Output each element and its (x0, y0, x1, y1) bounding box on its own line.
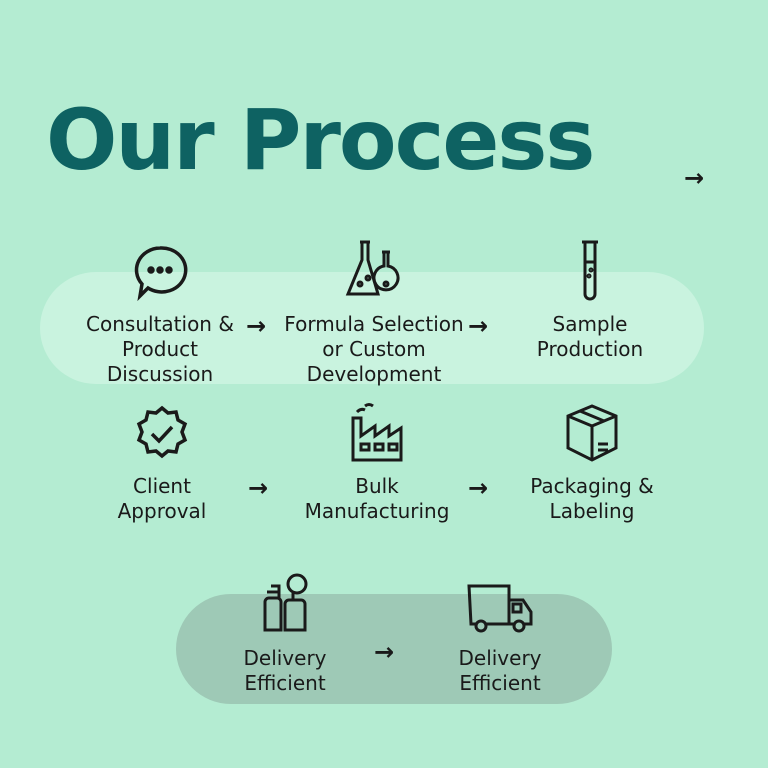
step-approval: Client Approval (62, 404, 262, 524)
step-label: Approval (117, 499, 207, 523)
lab-flasks-icon (345, 240, 400, 296)
step-label: Efficient (459, 671, 541, 695)
arrow-icon: → (468, 474, 489, 502)
step-delivery-truck: Delivery Efficient (400, 572, 600, 696)
step-manufacturing: Bulk Manufacturing (277, 400, 477, 524)
test-tube-icon (582, 240, 598, 301)
step-label: Consultation & (86, 312, 234, 336)
step-label: Delivery (243, 646, 327, 670)
row-highlight-bottom (176, 594, 612, 704)
step-label: Labeling (549, 499, 635, 523)
step-label: Delivery (458, 646, 542, 670)
arrow-icon: → (246, 312, 267, 340)
arrow-icon: → (468, 312, 489, 340)
factory-icon (351, 403, 403, 462)
step-label: Product (122, 337, 198, 361)
step-label: Efficient (244, 671, 326, 695)
step-formula: Formula Selection or Custom Development (274, 238, 474, 387)
step-label: Sample (552, 312, 628, 336)
step-packaging: Packaging & Labeling (492, 400, 692, 524)
arrow-icon: → (374, 638, 395, 666)
box-icon (566, 404, 618, 462)
step-label: Manufacturing (304, 499, 450, 523)
step-label: Bulk (355, 474, 399, 498)
step-label: Discussion (106, 362, 214, 386)
step-label: Formula Selection (284, 312, 464, 336)
approval-badge-icon (136, 405, 188, 459)
step-label: Development (306, 362, 442, 386)
step-delivery-bottles: Delivery Efficient (185, 572, 385, 696)
step-label: Packaging & (530, 474, 654, 498)
step-label: Production (536, 337, 644, 361)
chat-bubble-icon (134, 246, 188, 302)
step-label: Client (133, 474, 191, 498)
step-label: or Custom (322, 337, 426, 361)
step-consultation: Consultation & Product Discussion (60, 242, 260, 387)
arrow-icon: → (248, 474, 269, 502)
next-arrow-icon: → (684, 164, 705, 192)
bottles-icon (263, 573, 308, 632)
step-sample: Sample Production (490, 238, 690, 362)
truck-icon (467, 584, 533, 633)
page-title: Our Process (46, 91, 595, 189)
